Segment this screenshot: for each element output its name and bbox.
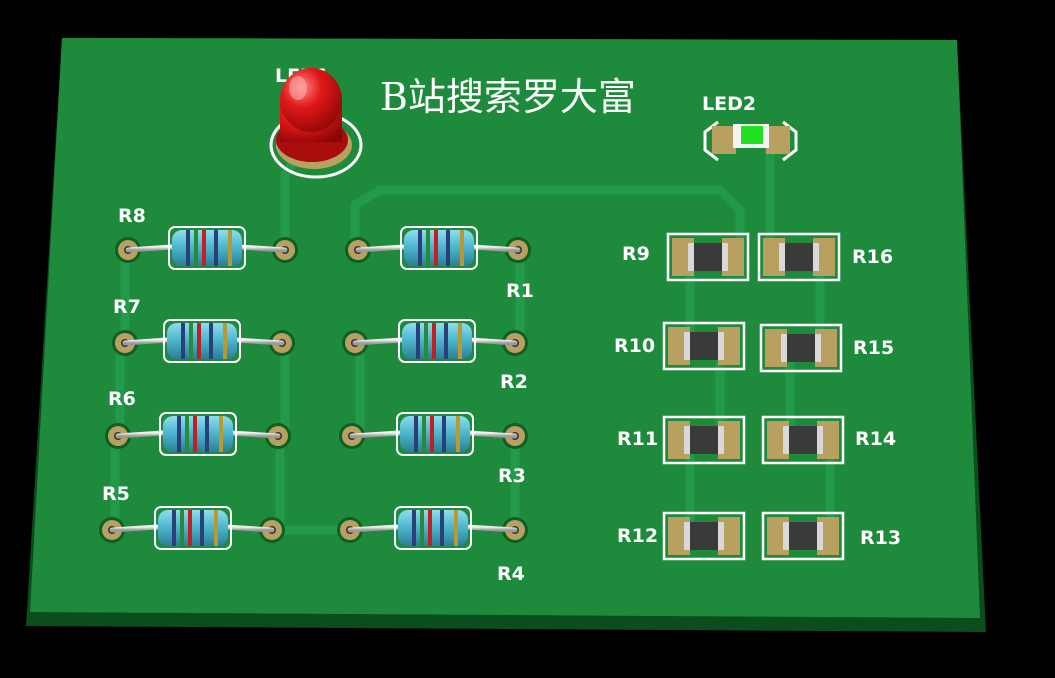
smd-resistor-r15: R15: [759, 323, 894, 373]
label-r16: R16: [852, 246, 893, 268]
label-r14: R14: [855, 428, 896, 450]
smd-resistor-r12: R12: [617, 511, 746, 561]
label-r12: R12: [617, 525, 658, 547]
label-r11: R11: [617, 428, 658, 450]
resistor-r1: R1: [345, 226, 534, 302]
led1: LED1: [269, 65, 363, 179]
smd-resistor-r9: R9: [622, 232, 750, 282]
board-title: B站搜索罗大富: [380, 75, 636, 119]
label-r1: R1: [506, 280, 534, 302]
label-r3: R3: [498, 465, 526, 487]
resistor-r7: R7: [112, 296, 295, 363]
resistor-r2: R2: [342, 319, 528, 393]
label-led2: LED2: [702, 93, 756, 115]
label-r13: R13: [860, 527, 901, 549]
label-r7: R7: [113, 296, 141, 318]
label-r15: R15: [853, 337, 894, 359]
smd-resistor-r14: R14: [761, 415, 896, 465]
label-r2: R2: [500, 371, 528, 393]
smd-resistor-r10: R10: [614, 321, 746, 371]
label-r9: R9: [622, 243, 650, 265]
resistor-r4: R4: [337, 506, 528, 585]
resistor-r6: R6: [105, 388, 291, 456]
resistor-r5: R5: [99, 483, 285, 550]
smd-resistor-r16: R16: [757, 232, 893, 282]
label-r8: R8: [118, 205, 146, 227]
label-r4: R4: [497, 563, 525, 585]
led2: LED2: [702, 93, 798, 162]
smd-resistor-r13: R13: [761, 511, 901, 561]
smd-resistor-r11: R11: [617, 415, 746, 465]
label-r5: R5: [102, 483, 130, 505]
resistor-r3: R3: [339, 412, 528, 487]
label-r6: R6: [108, 388, 136, 410]
resistor-r8: R8: [115, 205, 298, 270]
label-r10: R10: [614, 335, 655, 357]
